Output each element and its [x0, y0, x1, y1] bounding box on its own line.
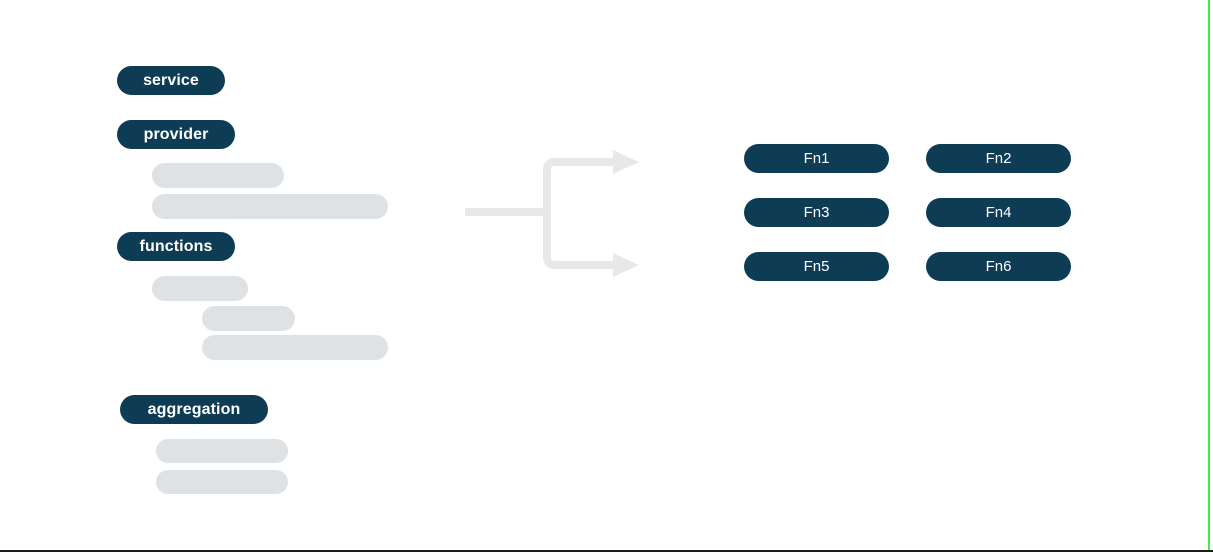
placeholder-bar	[156, 470, 288, 494]
function-pill-fn6[interactable]: Fn6	[926, 252, 1071, 281]
functions-grid: Fn1 Fn2 Fn3 Fn4 Fn5 Fn6	[744, 144, 1071, 281]
placeholder-bar	[152, 194, 388, 219]
section-label-aggregation[interactable]: aggregation	[120, 395, 268, 424]
placeholder-bar	[152, 163, 284, 188]
placeholder-bar	[202, 335, 388, 360]
function-pill-fn3[interactable]: Fn3	[744, 198, 889, 227]
right-edge-green-rule	[1208, 0, 1210, 552]
section-label-service[interactable]: service	[117, 66, 225, 95]
function-pill-fn2[interactable]: Fn2	[926, 144, 1071, 173]
function-pill-fn1[interactable]: Fn1	[744, 144, 889, 173]
placeholder-bar	[202, 306, 295, 331]
branching-arrow-icon	[465, 150, 639, 277]
placeholder-bar	[156, 439, 288, 463]
function-pill-fn5[interactable]: Fn5	[744, 252, 889, 281]
bottom-edge-rule	[0, 550, 1213, 552]
function-pill-fn4[interactable]: Fn4	[926, 198, 1071, 227]
arrowhead-lower-icon	[613, 253, 639, 277]
placeholder-bar	[152, 276, 248, 301]
section-label-functions[interactable]: functions	[117, 232, 235, 261]
section-label-provider[interactable]: provider	[117, 120, 235, 149]
arrowhead-upper-icon	[613, 150, 639, 174]
